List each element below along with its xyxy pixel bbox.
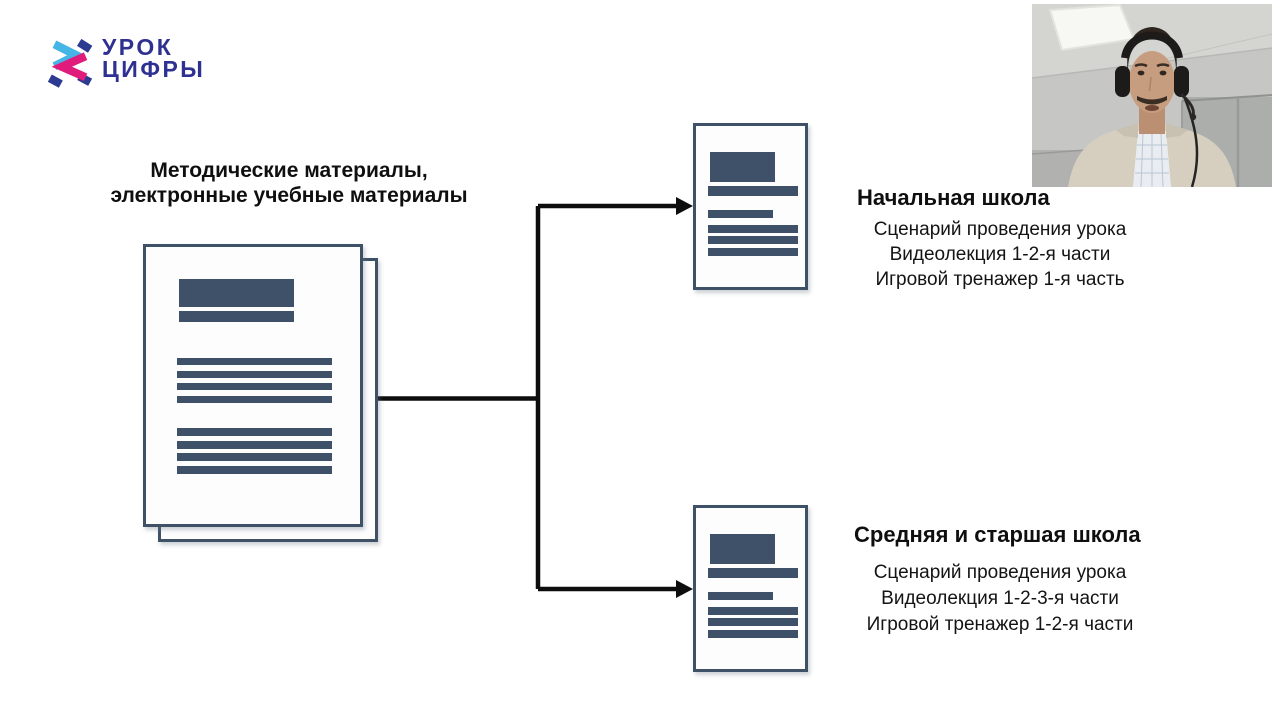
doc-text-line	[177, 466, 332, 474]
branch-item: Игровой тренажер 1-2-я части	[866, 614, 1134, 635]
doc-text-line	[708, 236, 798, 244]
headphone-cup-right	[1174, 66, 1189, 97]
source-title: Методические материалы, электронные учеб…	[58, 158, 520, 208]
branch-heading-secondary: Средняя и старшая школа	[854, 522, 1141, 547]
branch-heading-primary: Начальная школа	[857, 185, 1050, 210]
source-title-line2: электронные учебные материалы	[110, 184, 468, 207]
branch-item: Сценарий проведения урока	[873, 562, 1127, 583]
webcam-video	[1032, 4, 1272, 187]
branch-doc-secondary	[693, 505, 808, 672]
doc-text-line	[177, 371, 332, 378]
branch-item: Видеолекция 1-2-я части	[889, 244, 1111, 265]
doc-text-line	[708, 225, 798, 233]
branch-items-primary: Сценарий проведения урока Видеолекция 1-…	[840, 217, 1160, 292]
branch-item: Сценарий проведения урока	[873, 219, 1127, 240]
webcam-light-panel	[1050, 5, 1134, 50]
urok-cifry-logo: УРОК ЦИФРЫ	[48, 36, 205, 88]
doc-title-block	[710, 534, 775, 564]
branch-items-secondary: Сценарий проведения урока Видеолекция 1-…	[840, 560, 1160, 638]
doc-text-line	[708, 618, 798, 626]
doc-title-block	[179, 279, 294, 307]
doc-text-line	[708, 592, 773, 600]
doc-subtitle-bar	[708, 568, 798, 578]
doc-subtitle-bar	[708, 186, 798, 196]
arrowhead-top-icon	[676, 197, 693, 215]
logo-word-line2: ЦИФРЫ	[102, 56, 206, 82]
doc-text-line	[177, 428, 332, 436]
arrowhead-bottom-icon	[676, 580, 693, 598]
doc-text-line	[708, 607, 798, 615]
headset-cable	[1182, 95, 1199, 187]
headphone-cup-left	[1115, 66, 1130, 97]
logo-word-line1: УРОК	[102, 34, 174, 60]
doc-text-line	[177, 383, 332, 390]
doc-text-line	[177, 396, 332, 403]
urok-cifry-logo-icon	[48, 39, 92, 88]
doc-subtitle-bar	[179, 311, 294, 322]
source-title-line1: Методические материалы,	[150, 159, 428, 182]
doc-text-line	[177, 453, 332, 461]
doc-text-line	[177, 441, 332, 449]
logo-wordmark: УРОК ЦИФРЫ	[102, 34, 206, 82]
doc-text-line	[708, 630, 798, 638]
doc-text-line	[708, 210, 773, 218]
doc-title-block	[710, 152, 775, 182]
presenter-mustache	[1137, 96, 1167, 105]
presenter	[1068, 27, 1236, 187]
doc-text-line	[177, 358, 332, 365]
branch-item: Игровой тренажер 1-я часть	[875, 269, 1125, 290]
branch-doc-primary	[693, 123, 808, 290]
branch-item: Видеолекция 1-2-3-я части	[881, 588, 1119, 609]
doc-text-line	[708, 248, 798, 256]
source-doc-front-page	[143, 244, 363, 527]
presenter-mouth	[1145, 105, 1159, 111]
mic-tip-icon	[1189, 113, 1197, 121]
headphones-band	[1121, 31, 1183, 59]
